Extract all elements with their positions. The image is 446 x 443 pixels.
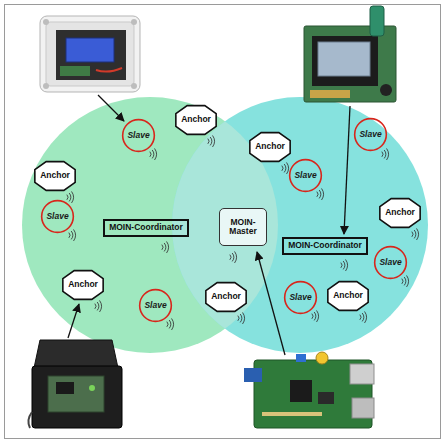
node-label: MOIN- Master [224, 218, 262, 237]
slave-node: Slave [374, 246, 407, 279]
node-label: MOIN-Coordinator [288, 241, 362, 250]
node-label: Anchor [333, 291, 363, 300]
master-device-photo [244, 352, 374, 428]
node-label: Anchor [68, 280, 98, 289]
anchor-node: Anchor [34, 161, 76, 191]
node-label: Anchor [255, 142, 285, 151]
coordinator-box: MOIN-Coordinator [282, 237, 368, 255]
node-label: Anchor [385, 208, 415, 217]
node-label: MOIN-Coordinator [109, 223, 183, 232]
slave-node: Slave [41, 200, 74, 233]
right-region [172, 97, 428, 353]
overlap-region [172, 97, 428, 353]
coordinator-device-photo [304, 6, 396, 102]
wireless-symbols [67, 136, 419, 330]
anchor-node: Anchor [205, 282, 247, 312]
anchor-node: Anchor [379, 198, 421, 228]
anchor-node: Anchor [327, 281, 369, 311]
master-box: MOIN- Master [219, 208, 267, 246]
node-label: Anchor [211, 292, 241, 301]
node-label: Slave [127, 131, 149, 140]
anchor-node: Anchor [62, 270, 104, 300]
node-label: Slave [144, 301, 166, 310]
node-label: Anchor [181, 115, 211, 124]
node-label: Anchor [40, 171, 70, 180]
node-label: Slave [294, 171, 316, 180]
anchor-device-photo [28, 340, 122, 428]
anchor-node: Anchor [175, 105, 217, 135]
node-label: Slave [379, 258, 401, 267]
leader-arrows [68, 95, 350, 355]
slave-node: Slave [284, 281, 317, 314]
frame [5, 5, 441, 439]
slave-node: Slave [289, 159, 322, 192]
node-label: Slave [46, 212, 68, 221]
slave-node: Slave [354, 118, 387, 151]
slave-node: Slave [139, 289, 172, 322]
node-label: Slave [289, 293, 311, 302]
coordinator-box: MOIN-Coordinator [103, 219, 189, 237]
anchor-node: Anchor [249, 132, 291, 162]
slave-device-photo [40, 16, 140, 92]
node-label: Slave [359, 130, 381, 139]
slave-node: Slave [122, 119, 155, 152]
